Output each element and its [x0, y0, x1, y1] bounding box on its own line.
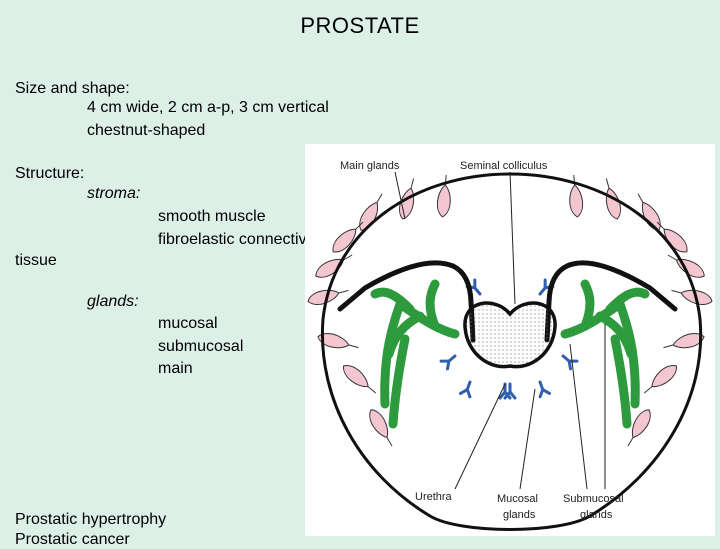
main-gland-duct	[355, 221, 364, 230]
gland-item: mucosal	[158, 315, 218, 332]
mucosal-gland-shape	[439, 354, 457, 371]
main-gland	[332, 221, 364, 253]
urethra-crest-stippled	[463, 301, 557, 369]
label-urethra: Urethra	[415, 491, 453, 503]
main-gland-lobule	[307, 289, 340, 305]
main-gland	[436, 175, 451, 218]
main-gland-duct	[410, 178, 415, 189]
main-gland-duct	[643, 386, 653, 394]
mucosal-gland-shape	[459, 380, 472, 399]
size-dimensions: 4 cm wide, 2 cm a-p, 3 cm vertical	[87, 99, 329, 116]
mucosal-gland-shape	[561, 354, 579, 371]
stroma-label: stroma:	[87, 185, 141, 202]
submucosal-glands-group	[370, 279, 650, 429]
main-gland	[667, 254, 705, 278]
main-gland-lobule	[332, 228, 357, 253]
mucosal-gland	[538, 380, 551, 399]
main-gland-duct	[627, 437, 634, 447]
main-gland	[627, 409, 651, 447]
label-submucosal-glands-2: glands	[580, 509, 613, 521]
submucosal-gland-branches	[560, 279, 650, 429]
label-mucosal-glands-2: glands	[503, 509, 536, 521]
submucosal-gland	[370, 279, 460, 429]
main-gland-duct	[338, 289, 349, 294]
mucosal-gland	[503, 382, 517, 400]
label-seminal-colliculus: Seminal colliculus	[460, 160, 548, 172]
submucosal-gland	[560, 279, 650, 429]
main-gland	[656, 221, 688, 253]
main-gland-duct	[376, 193, 383, 203]
pointer-line	[509, 171, 516, 305]
bottom-item: Prostatic hypertrophy	[15, 511, 167, 528]
main-gland	[359, 193, 383, 231]
pointer-line	[454, 383, 506, 490]
main-gland-duct	[671, 289, 682, 294]
main-gland-lobule	[651, 365, 677, 388]
main-gland-duct	[348, 344, 359, 349]
stroma-item: tissue	[15, 252, 57, 269]
prostate-section-svg: Main glands Seminal colliculus Urethra M…	[307, 160, 713, 531]
main-gland-duct	[386, 437, 393, 447]
main-gland-lobule	[369, 409, 389, 439]
gland-item: submucosal	[158, 338, 244, 355]
glands-label: glands:	[87, 293, 139, 310]
ejaculatory-duct-right	[544, 260, 678, 343]
mucosal-glands-group	[439, 278, 579, 400]
pointer-line	[394, 171, 406, 220]
mucosal-gland-shape	[503, 382, 517, 400]
main-gland-duct	[663, 344, 674, 349]
main-gland-lobule	[317, 333, 350, 349]
pointer-line	[519, 388, 536, 490]
mucosal-gland	[561, 354, 579, 371]
main-gland	[643, 365, 677, 394]
size-shape-text: chestnut-shaped	[87, 122, 206, 139]
main-gland-duct	[605, 178, 610, 189]
stroma-item: smooth muscle	[158, 208, 266, 225]
main-gland-lobule	[359, 201, 379, 231]
structure-heading: Structure:	[15, 165, 85, 182]
main-gland-duct	[667, 254, 677, 261]
main-gland-lobule	[343, 365, 369, 388]
prostate-diagram: Main glands Seminal colliculus Urethra M…	[305, 144, 715, 536]
main-gland	[369, 409, 393, 447]
pointer-line	[569, 343, 588, 490]
mucosal-gland-shape	[538, 380, 551, 399]
main-gland-lobule	[631, 409, 651, 439]
ejaculatory-duct-left	[337, 260, 476, 343]
main-gland	[663, 333, 705, 349]
pointer-lines	[394, 171, 606, 490]
gland-item: main	[158, 360, 193, 377]
main-gland-duct	[367, 386, 377, 394]
submucosal-gland-branches	[370, 279, 460, 429]
stroma-item: fibroelastic connective	[158, 231, 316, 248]
main-gland-lobule	[436, 184, 451, 218]
main-gland-duct	[343, 254, 353, 261]
label-mucosal-glands-1: Mucosal	[497, 493, 538, 505]
label-submucosal-glands-1: Submucosal	[563, 493, 624, 505]
main-gland	[343, 365, 377, 394]
mucosal-gland	[439, 354, 457, 371]
slide-title: PROSTATE	[300, 13, 420, 38]
main-gland-lobule	[569, 184, 584, 218]
prostate-capsule-outline	[320, 172, 703, 531]
label-main-glands: Main glands	[340, 160, 400, 172]
main-gland-duct	[637, 193, 644, 203]
main-gland-lobule	[672, 333, 705, 349]
size-shape-heading: Size and shape:	[15, 80, 130, 97]
main-gland	[317, 333, 359, 349]
mucosal-gland	[459, 380, 472, 399]
main-gland-duct	[656, 221, 665, 230]
